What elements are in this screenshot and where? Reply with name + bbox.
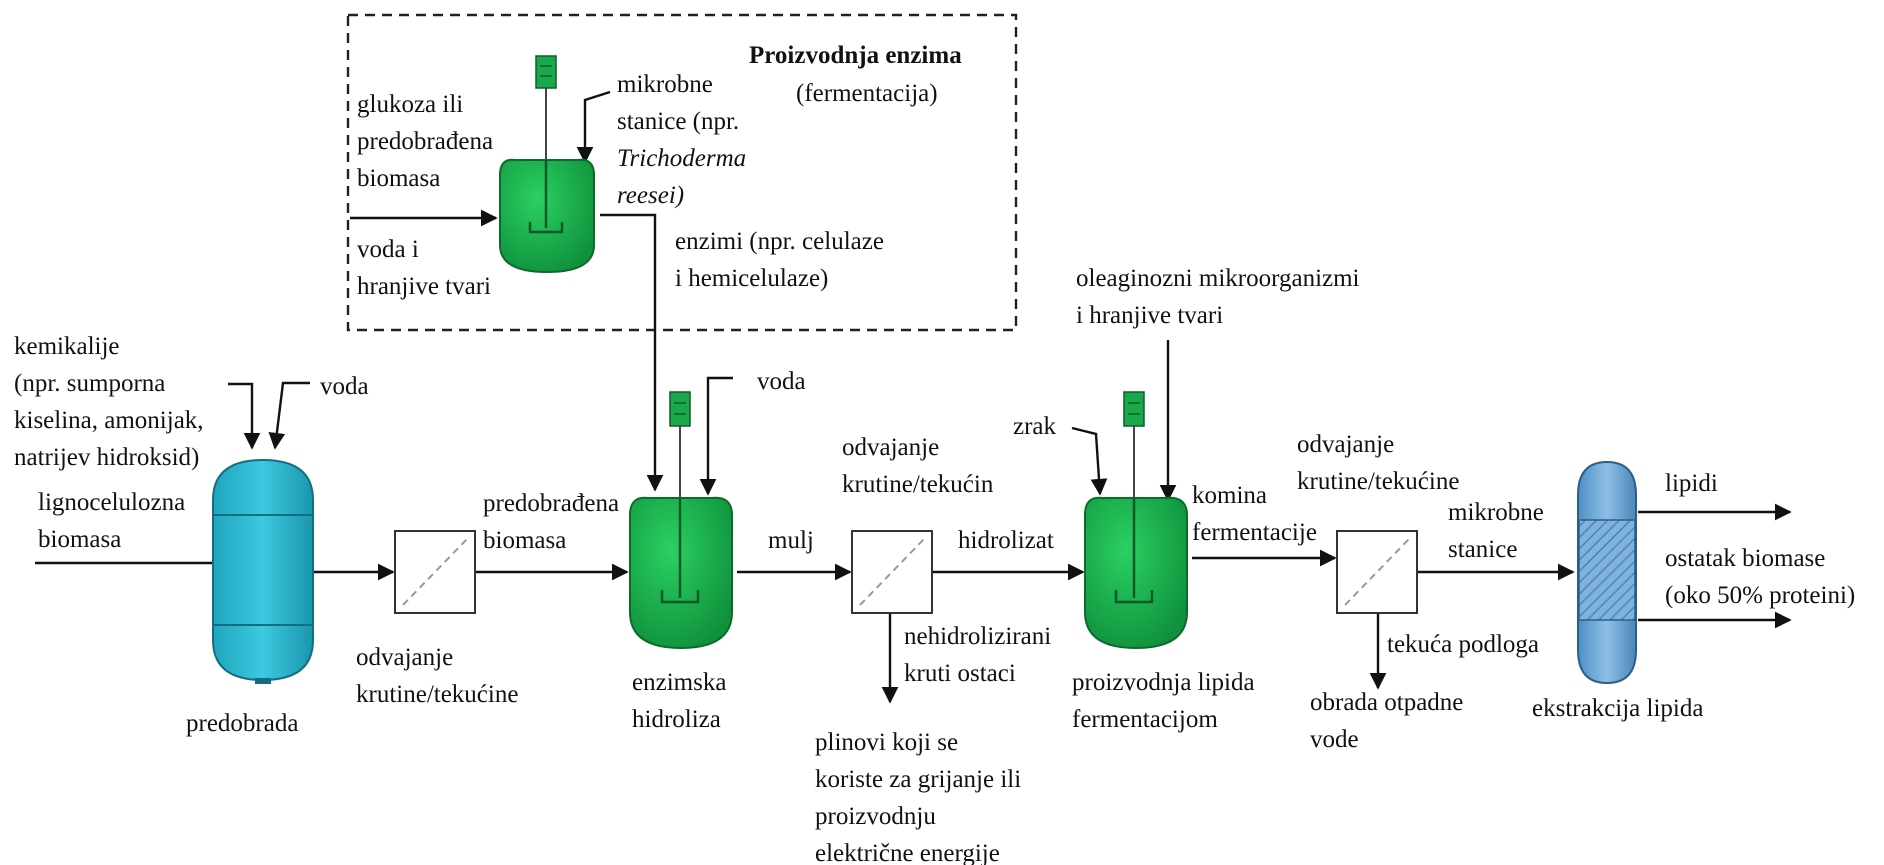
microbes-species-line-1: Trichoderma bbox=[617, 145, 746, 172]
separation-1-label-line-2: krutine/tekućine bbox=[356, 681, 518, 708]
flow-chemicals-in bbox=[228, 382, 261, 450]
separation-2-label-line-1: odvajanje bbox=[842, 434, 939, 461]
separation-3-label-line-1: odvajanje bbox=[1297, 431, 1394, 458]
separator-1-icon bbox=[394, 530, 476, 614]
glucose-label-line-2: predobrađena bbox=[357, 128, 493, 155]
hydrolizat-label: hidrolizat bbox=[958, 527, 1054, 554]
biomass-residue-line-1: ostatak biomase bbox=[1665, 545, 1825, 572]
wastewater-line-1: obrada otpadne bbox=[1310, 689, 1463, 716]
mulj-label: mulj bbox=[768, 527, 814, 554]
lipid-production-line-1: proizvodnja lipida bbox=[1072, 669, 1255, 696]
lipids-label: lipidi bbox=[1665, 470, 1718, 497]
separator-2-icon bbox=[851, 530, 933, 614]
ferm-output-line-2: fermentacije bbox=[1192, 519, 1317, 546]
extraction-label: ekstrakcija lipida bbox=[1532, 695, 1703, 722]
microbial-cells-line-2: stanice bbox=[1448, 536, 1517, 563]
enzymes-label-line-2: i hemicelulaze) bbox=[675, 265, 828, 292]
enzyme-box-subtitle: (fermentacija) bbox=[796, 80, 938, 107]
chemicals-line-2: (npr. sumporna bbox=[14, 370, 165, 397]
chemicals-line-4: natrijev hidroksid) bbox=[14, 444, 199, 471]
residue-label-line-2: kruti ostaci bbox=[904, 660, 1016, 687]
enzymes-label-line-1: enzimi (npr. celulaze bbox=[675, 228, 884, 255]
glucose-label-line-1: glukoza ili bbox=[357, 91, 463, 118]
flow-enzymes-out bbox=[600, 213, 664, 492]
lipid-fermentation-reactor-icon bbox=[1084, 391, 1188, 650]
extraction-column-icon bbox=[1577, 460, 1637, 685]
hydrolysis-water-label: voda bbox=[757, 368, 806, 395]
hydrolysis-label-line-2: hidroliza bbox=[632, 706, 721, 733]
pretreatment-vessel-icon bbox=[212, 458, 314, 684]
chemicals-line-1: kemikalije bbox=[14, 333, 120, 360]
biomass-residue-line-2: (oko 50% proteini) bbox=[1665, 582, 1855, 609]
chemicals-line-3: kiselina, amonijak, bbox=[14, 407, 204, 434]
feed-label-line-2: biomasa bbox=[38, 526, 121, 553]
flow-water-hydrolysis bbox=[699, 376, 733, 496]
glucose-label-line-3: biomasa bbox=[357, 165, 440, 192]
water-nutrients-line-1: voda i bbox=[357, 236, 419, 263]
microbes-line-1: mikrobne bbox=[617, 71, 713, 98]
wastewater-line-2: vode bbox=[1310, 726, 1359, 753]
water-nutrients-line-2: hranjive tvari bbox=[357, 273, 491, 300]
flow-air-in bbox=[1071, 426, 1108, 496]
enzyme-reactor-icon bbox=[499, 55, 595, 274]
gases-line-1: plinovi koji se bbox=[815, 729, 958, 756]
gases-line-2: koriste za grijanje ili bbox=[815, 766, 1021, 793]
pretreated-biomass-line-2: biomasa bbox=[483, 527, 566, 554]
liquid-medium-label: tekuća podloga bbox=[1387, 631, 1539, 658]
microbial-cells-line-1: mikrobne bbox=[1448, 499, 1544, 526]
hydrolysis-reactor-icon bbox=[629, 391, 733, 650]
lipid-production-line-2: fermentacijom bbox=[1072, 706, 1218, 733]
air-label: zrak bbox=[1013, 413, 1057, 440]
enzyme-box-title: Proizvodnja enzima bbox=[749, 42, 962, 69]
microbes-species-line-2: reesei) bbox=[617, 182, 684, 209]
gases-line-3: proizvodnju bbox=[815, 803, 936, 830]
enzyme-production-box bbox=[346, 13, 1018, 332]
separation-1-label-line-1: odvajanje bbox=[356, 644, 453, 671]
oleaginous-line-2: i hranjive tvari bbox=[1076, 302, 1223, 329]
microbes-line-2: stanice (npr. bbox=[617, 108, 739, 135]
gases-line-4: električne energije bbox=[815, 840, 1000, 865]
pretreatment-label: predobrada bbox=[186, 710, 298, 737]
pretreated-biomass-line-1: predobrađena bbox=[483, 490, 619, 517]
pretreatment-water-label: voda bbox=[320, 373, 369, 400]
separation-2-label-line-2: krutine/tekućin bbox=[842, 471, 994, 498]
oleaginous-line-1: oleaginozni mikroorganizmi bbox=[1076, 265, 1360, 292]
ferm-output-line-1: komina bbox=[1192, 482, 1267, 509]
separation-3-label-line-2: krutine/tekućine bbox=[1297, 468, 1459, 495]
residue-label-line-1: nehidrolizirani bbox=[904, 623, 1051, 650]
separator-3-icon bbox=[1336, 530, 1418, 614]
flow-water-pretreat bbox=[268, 381, 310, 450]
hydrolysis-label-line-1: enzimska bbox=[632, 669, 726, 696]
flow-microbes-in bbox=[576, 90, 611, 164]
flow-lines bbox=[35, 90, 1792, 704]
feed-label-line-1: lignocelulozna bbox=[38, 489, 185, 516]
